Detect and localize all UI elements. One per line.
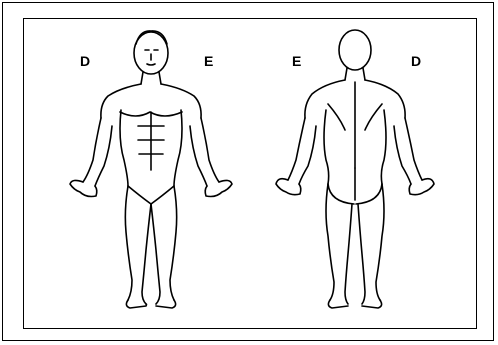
back-left-foot xyxy=(328,300,348,308)
back-left-arm xyxy=(288,118,305,180)
back-right-foot xyxy=(362,300,382,308)
back-right-arm xyxy=(405,118,422,180)
back-head xyxy=(339,30,371,70)
back-right-flank xyxy=(381,110,386,184)
back-right-leg xyxy=(376,184,384,300)
back-left-flank xyxy=(324,110,329,184)
back-left-leg xyxy=(326,184,334,300)
back-right-hand xyxy=(409,179,434,195)
back-left-hand xyxy=(276,179,301,195)
